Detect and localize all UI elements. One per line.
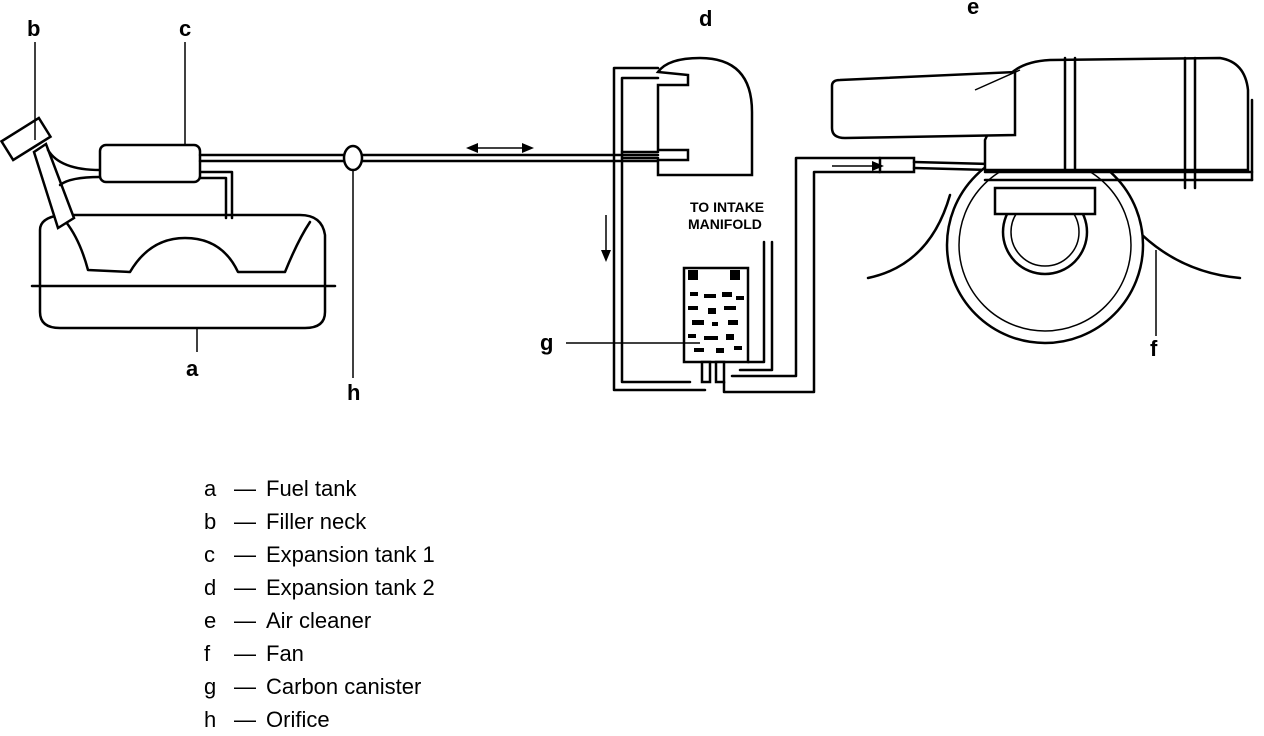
legend-text: Carbon canister xyxy=(266,673,422,699)
legend-letter: b xyxy=(204,508,217,534)
legend-dash: — xyxy=(234,508,256,534)
flow-double-arrow xyxy=(466,143,534,153)
flow-down-arrow xyxy=(601,215,611,262)
legend-item: h — Orifice xyxy=(204,703,435,736)
legend-letter: e xyxy=(204,607,217,633)
legend-letter: f xyxy=(204,640,211,666)
legend-dash: — xyxy=(234,541,256,567)
legend-dash: — xyxy=(234,706,256,732)
carbon-canister xyxy=(682,266,750,384)
fan xyxy=(866,145,1242,345)
intake-label-line1: TO INTAKE xyxy=(690,199,764,215)
expansion-tank-1 xyxy=(98,143,202,184)
legend-text: Orifice xyxy=(266,706,330,732)
callout-a: a xyxy=(186,356,199,381)
evap-system-diagram: b c a h d e g f TO INTAKE MANIFOLD xyxy=(0,0,1254,405)
legend-text: Expansion tank 2 xyxy=(266,574,435,600)
legend: a — Fuel tank b — Filler neck c — Expans… xyxy=(204,472,435,736)
legend-dash: — xyxy=(234,574,256,600)
air-cleaner xyxy=(830,56,1254,190)
legend-item: d — Expansion tank 2 xyxy=(204,571,435,604)
vapor-line xyxy=(198,153,660,163)
legend-letter: d xyxy=(204,574,217,600)
callout-e: e xyxy=(967,0,979,19)
legend-item: b — Filler neck xyxy=(204,505,435,538)
orifice xyxy=(342,144,364,172)
leader-lines xyxy=(34,42,1157,378)
fuel-tank xyxy=(30,213,337,330)
legend-text: Fan xyxy=(266,640,304,666)
callout-h: h xyxy=(347,380,360,405)
tank-return-line xyxy=(198,170,234,220)
legend-item: a — Fuel tank xyxy=(204,472,435,505)
legend-letter: a xyxy=(204,475,217,501)
callout-f: f xyxy=(1150,336,1158,361)
legend-dash: — xyxy=(234,607,256,633)
expansion-tank-2 xyxy=(655,56,754,177)
legend-item: e — Air cleaner xyxy=(204,604,435,637)
legend-text: Expansion tank 1 xyxy=(266,541,435,567)
legend-letter: c xyxy=(204,541,215,567)
legend-dash: — xyxy=(234,640,256,666)
callout-d: d xyxy=(699,6,712,31)
legend-letter: h xyxy=(204,706,217,732)
tank-vent-line-2 xyxy=(58,175,102,187)
flow-right-arrow xyxy=(832,161,884,171)
purge-line xyxy=(722,156,992,394)
legend-dash: — xyxy=(234,673,256,699)
filler-neck xyxy=(0,116,76,230)
legend-text: Air cleaner xyxy=(266,607,372,633)
intake-manifold-line xyxy=(738,240,774,372)
legend-letter: g xyxy=(204,673,217,699)
legend-item: g — Carbon canister xyxy=(204,670,435,703)
legend-text: Fuel tank xyxy=(266,475,357,501)
tank-vent-line xyxy=(46,148,102,172)
callout-b: b xyxy=(27,16,40,41)
intake-label-line2: MANIFOLD xyxy=(688,216,762,232)
legend-dash: — xyxy=(234,475,256,501)
callout-g: g xyxy=(540,330,553,355)
callout-c: c xyxy=(179,16,191,41)
legend-item: c — Expansion tank 1 xyxy=(204,538,435,571)
canister-feed-line xyxy=(612,66,707,392)
legend-text: Filler neck xyxy=(266,508,367,534)
legend-item: f — Fan xyxy=(204,637,435,670)
